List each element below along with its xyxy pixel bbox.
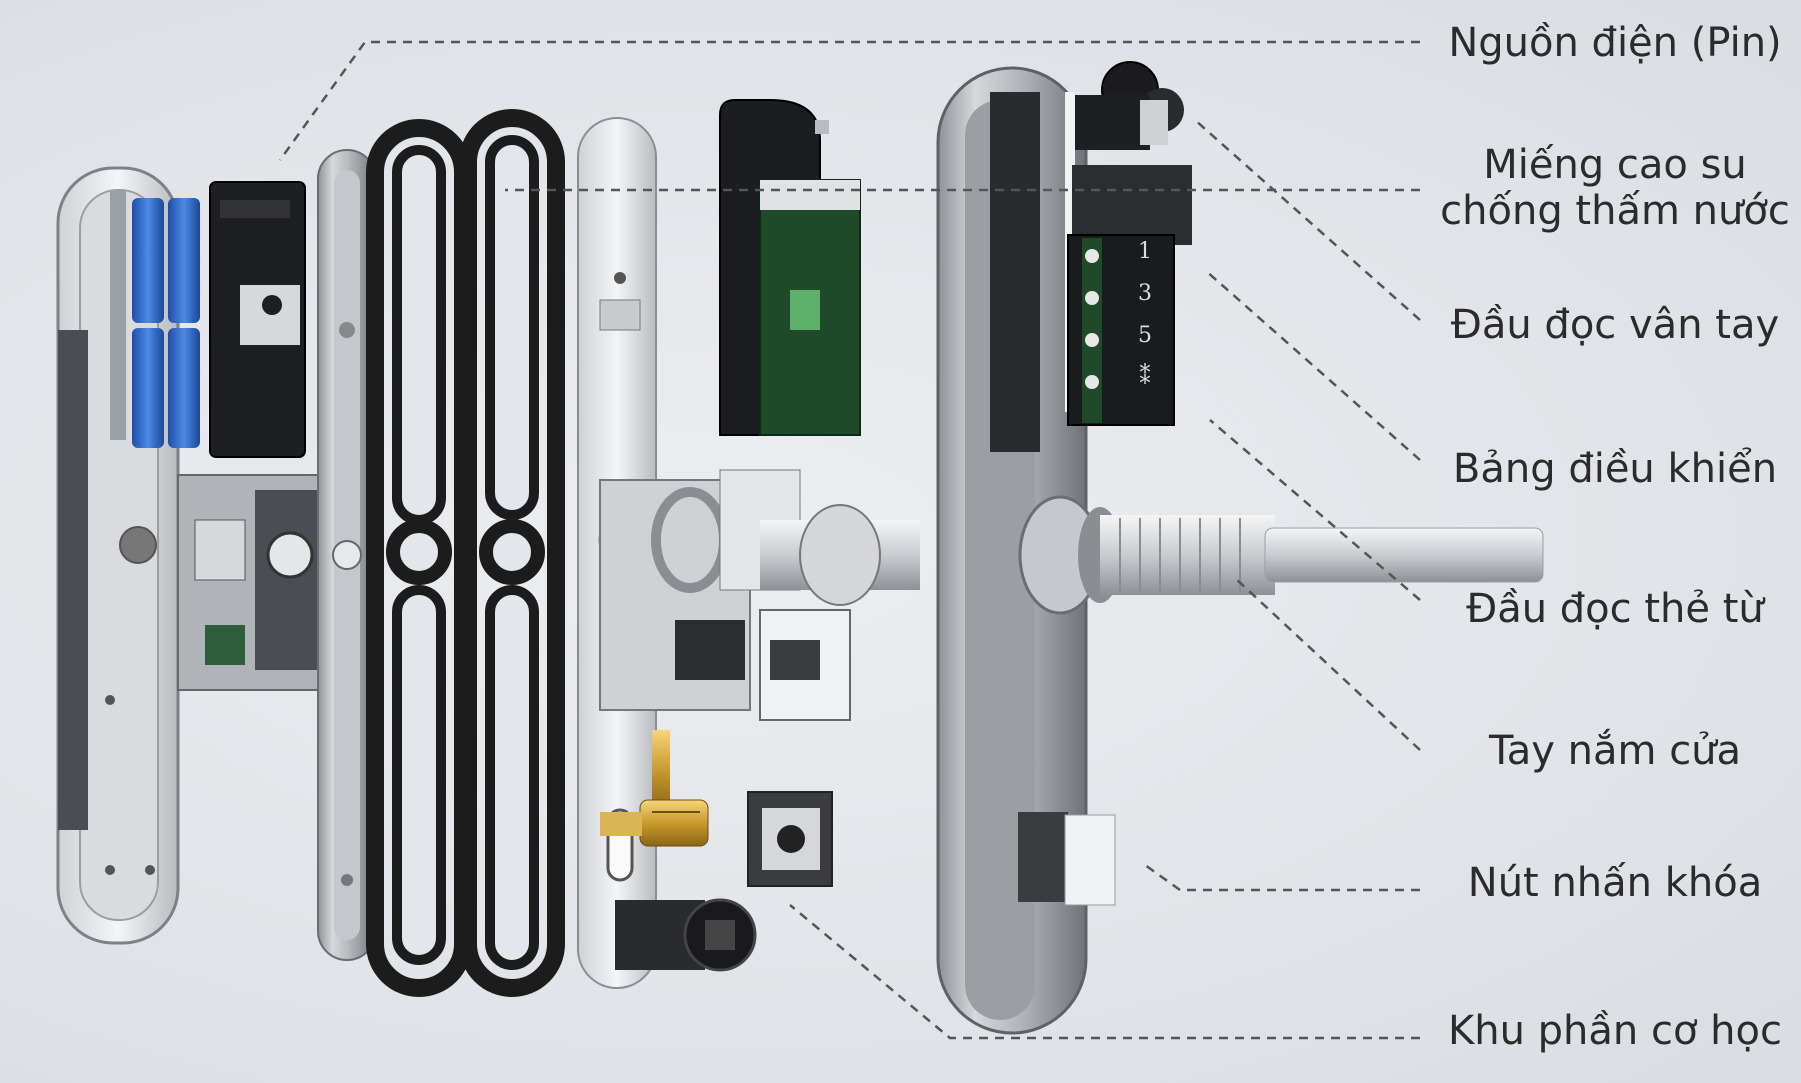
mounting-plate-left: [317, 149, 377, 961]
battery-pack: [110, 190, 200, 448]
label-card-reader: Đầu đọc thẻ từ: [1466, 586, 1764, 632]
battery-holder: [209, 181, 306, 458]
label-control-panel: Bảng điều khiển: [1452, 446, 1778, 492]
keypad-key-5: 5: [1138, 323, 1152, 348]
keypad-key-hash: ⁑: [1140, 363, 1151, 390]
control-board: [719, 99, 861, 436]
key-cylinder: [600, 730, 709, 847]
rubber-gasket-2: [459, 109, 565, 997]
keypad-panel: 1 3 5 ⁑: [1067, 165, 1192, 426]
label-lock-button: Nút nhấn khóa: [1467, 860, 1763, 906]
rubber-gasket-1: [366, 119, 472, 997]
label-mechanical-section: Khu phần cơ học: [1448, 1008, 1782, 1054]
label-waterproof-gasket: Miếng cao su chống thấm nước: [1440, 142, 1790, 234]
lock-button-block: [747, 791, 833, 887]
inner-mechanism-left: [177, 474, 324, 691]
door-handle: [1018, 495, 1544, 615]
label-fingerprint-reader: Đầu đọc vân tay: [1450, 302, 1780, 348]
leader-lines: [278, 40, 1421, 1040]
label-battery-power: Nguồn điện (Pin): [1448, 20, 1782, 66]
front-plate: [936, 66, 1088, 1035]
inner-handle-spindle: [760, 504, 920, 606]
motor-assembly: [615, 898, 757, 972]
center-mechanism: [599, 469, 851, 721]
fingerprint-reader: [1075, 61, 1184, 150]
lock-push-button: [1018, 812, 1116, 906]
keypad-key-1: 1: [1138, 239, 1152, 264]
label-door-handle: Tay nắm cửa: [1488, 728, 1742, 774]
keypad-key-3: 3: [1138, 281, 1152, 306]
